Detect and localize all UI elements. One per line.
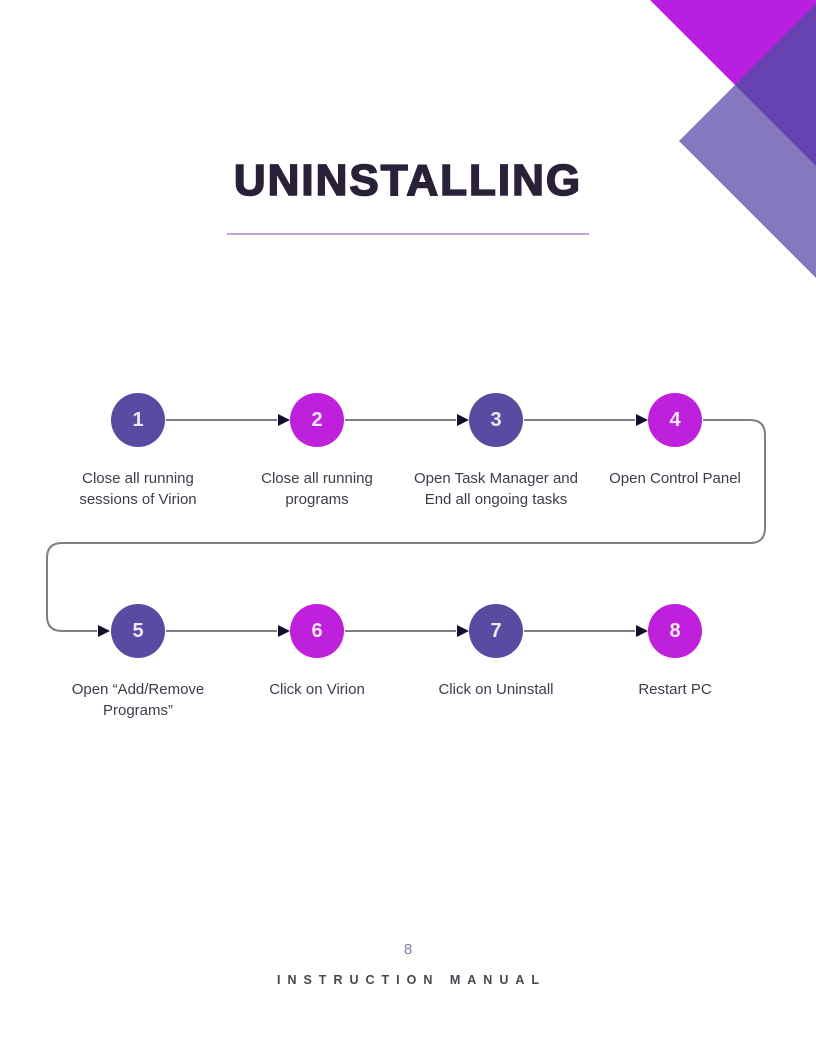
step-circle-3: 3 xyxy=(469,393,523,447)
step-label-5: Open “Add/Remove Programs” xyxy=(71,681,205,719)
step-label-8: Restart PC xyxy=(638,681,712,698)
page-title: UNINSTALLING xyxy=(233,155,583,206)
step-circle-7: 7 xyxy=(469,604,523,658)
step-item-1: 1 Close all running sessions of Virion xyxy=(48,393,228,510)
step-item-2: 2 Close all running programs xyxy=(227,393,407,510)
step-label-6: Click on Virion xyxy=(269,681,365,698)
step-item-3: 3 Open Task Manager and End all ongoing … xyxy=(406,393,586,510)
footer-text: INSTRUCTION MANUAL xyxy=(276,973,547,987)
page-number: 8 xyxy=(403,941,413,958)
step-item-8: 8 Restart PC xyxy=(585,604,765,700)
title-underline xyxy=(227,233,589,235)
corner-overlap-triangle xyxy=(735,4,816,166)
step-label-7: Click on Uninstall xyxy=(438,681,554,698)
step-label-1: Close all running sessions of Virion xyxy=(79,470,197,508)
step-circle-6: 6 xyxy=(290,604,344,658)
step-circle-5: 5 xyxy=(111,604,165,658)
step-circle-8: 8 xyxy=(648,604,702,658)
step-item-6: 6 Click on Virion xyxy=(227,604,407,700)
corner-decoration-icon xyxy=(650,0,816,278)
step-label-3: Open Task Manager and End all ongoing ta… xyxy=(414,470,578,508)
step-label-2: Close all running programs xyxy=(261,470,373,508)
step-item-7: 7 Click on Uninstall xyxy=(406,604,586,700)
step-label-4: Open Control Panel xyxy=(609,470,741,487)
step-circle-1: 1 xyxy=(111,393,165,447)
step-circle-2: 2 xyxy=(290,393,344,447)
step-item-5: 5 Open “Add/Remove Programs” xyxy=(48,604,228,721)
step-item-4: 4 Open Control Panel xyxy=(585,393,765,489)
step-circle-4: 4 xyxy=(648,393,702,447)
